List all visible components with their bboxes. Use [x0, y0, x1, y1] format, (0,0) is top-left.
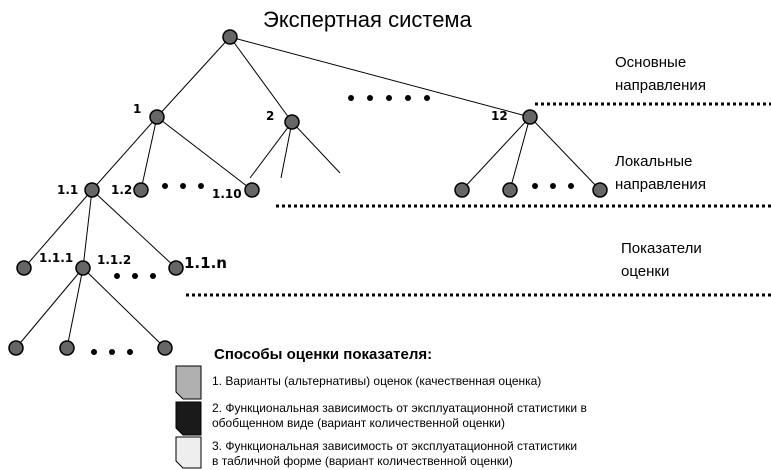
- tree-nodes: [8, 29, 608, 356]
- legend-item-2-line2: обобщенном виде (вариант количественной …: [212, 416, 505, 430]
- node-label-1-10: 1.10: [212, 187, 242, 201]
- node-1-1: [84, 182, 100, 198]
- tree-edges: [15, 36, 601, 349]
- node-label-1: 1: [133, 102, 141, 116]
- level-indicators-line1: Показатели: [621, 240, 702, 257]
- level-indicators-line2: оценки: [621, 263, 669, 280]
- node-label-12: 12: [491, 109, 508, 123]
- ellipsis-local-1: [162, 183, 204, 189]
- node-label-1-1-1: 1.1.1: [39, 251, 73, 265]
- node-label-1-1-n: 1.1.n: [184, 254, 227, 272]
- node-leaf-2: [59, 340, 75, 356]
- diagram-title: Экспертная система: [263, 7, 473, 32]
- node-1-1-1: [16, 260, 32, 276]
- level-local-line2: направления: [615, 176, 706, 193]
- level-separators: [186, 102, 771, 297]
- legend: Способы оценки показателя: 1. Варианты (…: [175, 346, 587, 469]
- ellipsis-indicators: [114, 273, 156, 279]
- level-main-line2: направления: [615, 77, 706, 94]
- root-node: [222, 29, 238, 45]
- node-1-1-2: [75, 260, 91, 276]
- node-leaf-1: [8, 340, 24, 356]
- legend-item-3-line1: 3. Функциональная зависимость от эксплуа…: [212, 439, 577, 453]
- node-1-1-n: [168, 260, 184, 276]
- node-label-1-1-2: 1.1.2: [97, 253, 131, 267]
- node-1: [149, 109, 165, 125]
- node-label-1-2: 1.2: [111, 183, 132, 197]
- node-2: [284, 114, 300, 130]
- ellipsis-main: [348, 95, 430, 101]
- node-12-child-1: [454, 182, 470, 198]
- ellipsis-dots: [91, 95, 574, 355]
- ellipsis-leaves: [91, 349, 133, 355]
- level-local-line1: Локальные: [615, 153, 692, 170]
- legend-item-3-line2: в табличной форме (вариант количественно…: [212, 454, 513, 468]
- legend-swatch-qualitative: [175, 365, 202, 400]
- legend-swatch-generalized: [175, 401, 202, 436]
- legend-item-1-line1: 1. Варианты (альтернативы) оценок (качес…: [212, 374, 541, 388]
- node-12-child-n: [592, 182, 608, 198]
- legend-title: Способы оценки показателя:: [214, 346, 432, 363]
- node-label-1-1: 1.1: [57, 183, 78, 197]
- legend-item-2-line1: 2. Функциональная зависимость от эксплуа…: [212, 401, 587, 415]
- node-label-2: 2: [266, 109, 274, 123]
- node-leaf-n: [157, 340, 173, 356]
- level-main-line1: Основные: [615, 54, 686, 71]
- node-1-2: [133, 182, 149, 198]
- legend-swatch-tabular: [175, 436, 202, 469]
- node-12-child-2: [502, 182, 518, 198]
- node-1-10: [244, 182, 260, 198]
- ellipsis-local-12: [532, 183, 574, 189]
- node-12: [522, 109, 538, 125]
